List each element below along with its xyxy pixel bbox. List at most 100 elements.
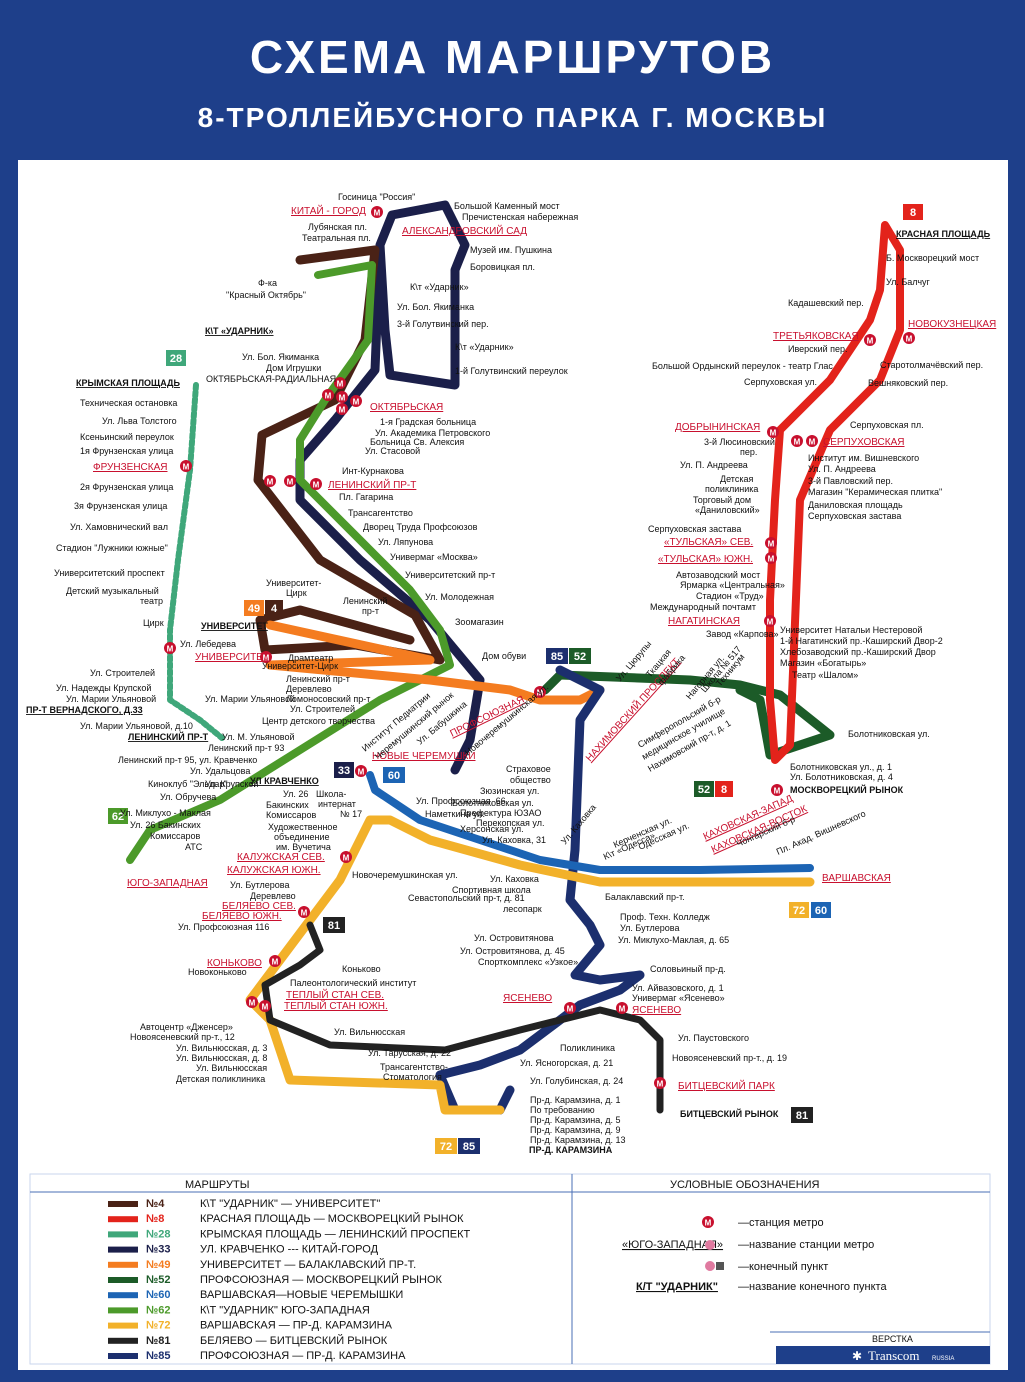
stop-label: Ул. 26: [283, 789, 308, 799]
legend-route-desc: ВАРШАВСКАЯ—НОВЫЕ ЧЕРЕМЫШКИ: [200, 1289, 403, 1301]
stop-label: Театральная пл.: [302, 233, 371, 243]
metro-icon: [355, 765, 367, 777]
stop-label: Университетский проспект: [54, 568, 165, 578]
legend-route-number: №62: [146, 1304, 171, 1316]
legend-route-number: №85: [146, 1350, 171, 1362]
legend-metro-icon: [702, 1216, 714, 1228]
station-moskvoretsky: МОСКВОРЕЦКИЙ РЫНОК: [790, 784, 904, 795]
stop-label: Пречистенская набережная: [462, 212, 578, 222]
stop-label: Ул. Миклухо-Маклая, д. 65: [618, 935, 729, 945]
station-novye-cheremushki: НОВЫЕ ЧЕРЕМУШКИ: [372, 751, 476, 762]
station-yugo-zapadnaya: ЮГО-ЗАПАДНАЯ: [127, 878, 208, 889]
station-novokuznetskaya: НОВОКУЗНЕЦКАЯ: [908, 319, 996, 330]
stop-label: Кадашевский пер.: [788, 298, 864, 308]
stop-label: Серпуховская ул.: [744, 377, 817, 387]
stop-label: Спортивная школа: [452, 885, 531, 895]
stop-label: Перекопская ул.: [476, 818, 544, 828]
badge-60b: 60: [815, 905, 827, 917]
credit-sub: RUSSIA: [932, 1356, 954, 1362]
stop-label: К\т «Ударник»: [410, 282, 469, 292]
route-85-line: [435, 665, 645, 1115]
stop-label: Стадион "Лужники южные": [56, 543, 168, 553]
stop-label: Бакинских: [266, 800, 309, 810]
metro-icon: [564, 1002, 576, 1014]
stop-label: Универмаг «Ясенево»: [632, 993, 725, 1003]
stop-label: Ул. Паустовского: [678, 1033, 749, 1043]
stop-label: Новоясеневский пр-т., д. 19: [672, 1053, 787, 1063]
stop-label: Серпуховская застава: [648, 524, 741, 534]
stop-label: 1-я Градская больница: [380, 417, 476, 427]
stop-label: Ул. Каховка, 31: [482, 835, 546, 845]
stop-label: Автоцентр «Дженсер»: [140, 1022, 233, 1032]
stop-label: Ленинский пр-т 95, ул. Кравченко: [118, 755, 257, 765]
metro-icon: [259, 1000, 271, 1012]
stop-label: Иверский пер.: [788, 344, 848, 354]
stop-label: Ул. Профсоюзная 116: [178, 922, 269, 932]
stop-label: Институт им. Вишневского: [808, 453, 919, 463]
station-oktyabrskaya: ОКТЯБРЬСКАЯ: [370, 402, 443, 413]
header: СХЕМА МАРШРУТОВ 8-ТРОЛЛЕЙБУСНОГО ПАРКА Г…: [0, 0, 1025, 165]
legend-route-desc: КРАСНАЯ ПЛОЩАДЬ — МОСКВОРЕЦКИЙ РЫНОК: [200, 1212, 464, 1225]
stop-label: общество: [510, 775, 551, 785]
stop-label: Ул. Марии Ульяновой: [66, 694, 156, 704]
stop-label: Херсонская ул.: [460, 824, 524, 834]
badge-8: 8: [910, 207, 916, 219]
badge-49: 49: [248, 603, 260, 615]
legend-route-desc: ПРОФСОЮЗНАЯ — ПР-Д. КАРАМЗИНА: [200, 1350, 406, 1362]
stop-label: Госиница "Россия": [338, 192, 415, 202]
route-badges: 8 28 49 4 85 52 33 60 52 8 62 72 60 81 7…: [108, 204, 923, 1154]
stop-label: Центр детского творчества: [262, 716, 375, 726]
legend-routes-title: МАРШРУТЫ: [185, 1179, 249, 1191]
metro-icon: [298, 906, 310, 918]
legend-terminal-icon: [705, 1261, 715, 1271]
metro-icon: [350, 395, 362, 407]
map-subtitle: 8-ТРОЛЛЕЙБУСНОГО ПАРКА Г. МОСКВЫ: [197, 102, 828, 133]
stop-label: По требованию: [530, 1105, 595, 1115]
stop-label: Международный почтамт: [650, 602, 756, 612]
station-dobryninskaya: ДОБРЫНИНСКАЯ: [675, 422, 760, 433]
stop-label: Б. Москворецкий мост: [886, 253, 979, 263]
stop-label: Большой Ордынский переулок - театр Глас: [652, 361, 833, 371]
stop-label: Ксеньинский переулок: [80, 432, 174, 442]
terminal-kt-udarnik: К\Т «УДАРНИК»: [205, 326, 274, 336]
legend-route-swatch: [108, 1246, 138, 1253]
station-bitsevsky: БИТЦЕВСКИЙ ПАРК: [678, 1079, 775, 1092]
metro-icon: [180, 460, 192, 472]
stop-label: Ул. Островитянова: [474, 933, 553, 943]
stop-label: Префектура ЮЗАО: [460, 808, 541, 818]
badge-52b: 52: [698, 784, 710, 796]
stop-label: интернат: [318, 799, 356, 809]
stop-label: пр-т: [362, 606, 379, 616]
stop-label: Ул. Островитянова, д. 45: [460, 946, 565, 956]
stop-label: Старотолмачёвский пер.: [880, 360, 983, 370]
station-universitet-t: УНИВЕРСИТЕТ: [201, 621, 268, 631]
stop-label: Стоматология: [383, 1072, 442, 1082]
legend-route-swatch: [108, 1231, 138, 1238]
route-28-line: [167, 382, 225, 741]
stop-label: 3-й Голутвинский пер.: [397, 319, 489, 329]
station-tulskaya-yuzh: «ТУЛЬСКАЯ» ЮЖН.: [658, 554, 753, 565]
stop-label: Соловьиный пр-д.: [650, 964, 726, 974]
stop-label: Дворец Труда Профсоюзов: [363, 522, 478, 532]
stop-label: Спорткомплекс «Узкое»: [478, 957, 578, 967]
legend-route-desc: БЕЛЯЕВО — БИТЦЕВСКИЙ РЫНОК: [200, 1334, 388, 1347]
stop-label: театр: [140, 596, 163, 606]
legend-route-desc: УЛ. КРАВЧЕНКО --- КИТАЙ-ГОРОД: [200, 1243, 379, 1256]
stop-label: Ярмарка «Центральная»: [680, 580, 785, 590]
stop-label: им. Вучетича: [276, 842, 331, 852]
stop-label: «Даниловский»: [695, 505, 760, 515]
badge-52: 52: [574, 651, 586, 663]
legend-route-swatch: [108, 1261, 138, 1268]
stop-label: Зоомагазин: [455, 617, 504, 627]
stop-label: К\т «Ударник»: [455, 342, 514, 352]
stop-label: Балаклавский пр-т.: [605, 892, 685, 902]
route-81-line: [261, 921, 664, 1114]
stop-label: Болотниковская ул., д. 1: [790, 762, 892, 772]
metro-icon: [765, 537, 777, 549]
stop-label: Ул. Профсоюзная, 66: [416, 796, 506, 806]
stop-label: Детский музыкальный: [66, 586, 159, 596]
